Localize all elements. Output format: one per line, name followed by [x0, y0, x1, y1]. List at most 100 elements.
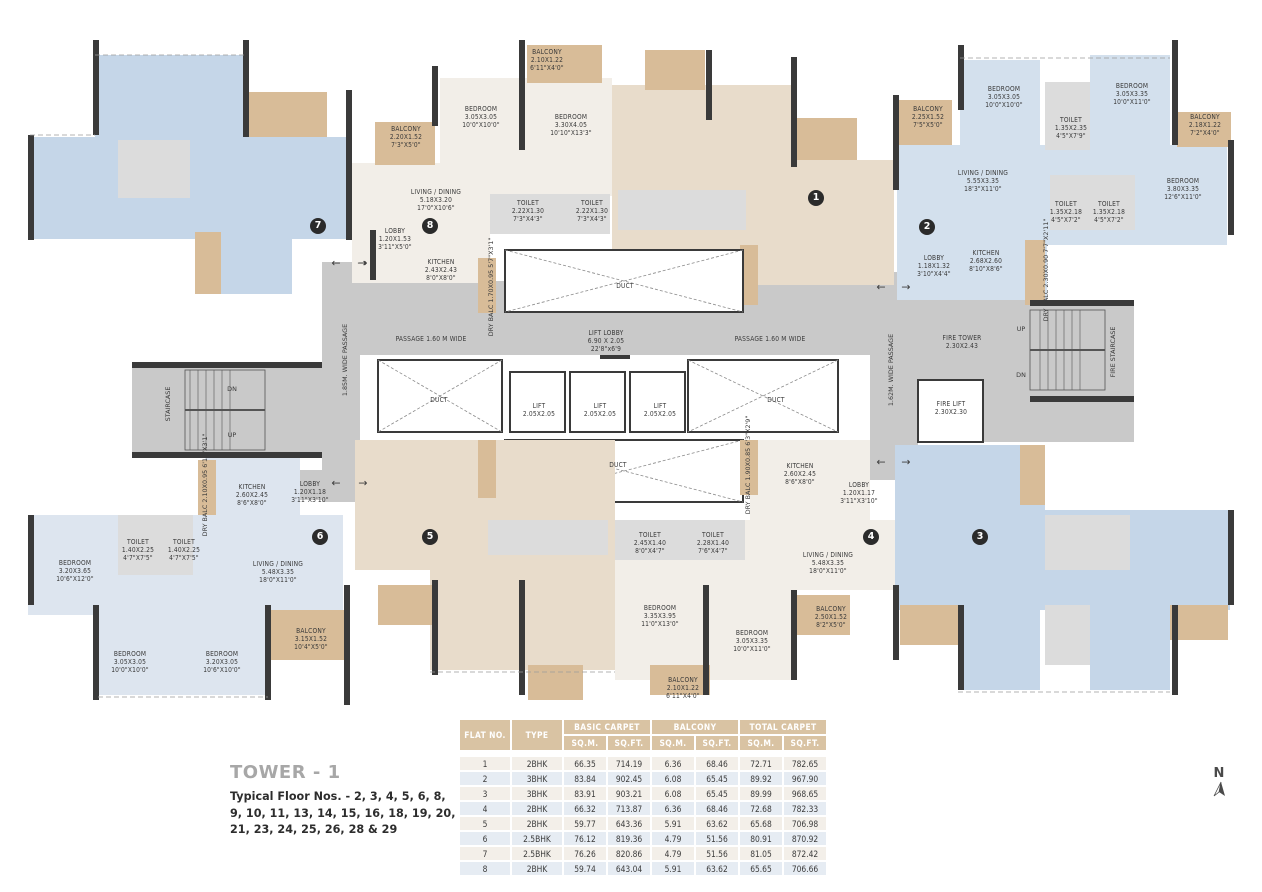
room-size-imperial: 12'6"X11'0": [1164, 193, 1202, 202]
cell-basic-sqm: 76.26: [564, 847, 606, 860]
cell-tot-sqm: 65.65: [740, 862, 782, 875]
cell-bal-sqm: 6.36: [652, 802, 694, 815]
room-size-metric: 2.30X2.43: [945, 342, 979, 351]
room-name: TOILET: [1098, 200, 1120, 208]
room-name: TOILET: [702, 531, 724, 539]
cell-type: 2.5BHK: [512, 832, 562, 845]
room-name: FIRE LIFT: [936, 400, 966, 408]
cell-flat: 2: [460, 772, 510, 785]
room-size-metric: 1.35X2.18: [1049, 208, 1083, 217]
cell-bal-sqm: 4.79: [652, 847, 694, 860]
cell-basic-sqft: 819.36: [608, 832, 650, 845]
room-name: BEDROOM: [987, 85, 1021, 93]
room-size-imperial: 10'6"X12'0": [56, 575, 94, 584]
room-size-imperial: 7'3"X4'3": [577, 215, 607, 224]
cell-tot-sqm: 89.92: [740, 772, 782, 785]
room-size-imperial: 17'0"X10'6": [417, 204, 455, 213]
room-size-metric: 3.35X3.95: [643, 612, 677, 621]
cell-tot-sqft: 782.33: [784, 802, 826, 815]
room-size-metric: 3.05X3.05: [113, 658, 147, 667]
room-name: LIFT: [653, 402, 667, 410]
room-size-imperial: 11'0"X13'0": [641, 620, 679, 629]
cell-bal-sqft: 68.46: [696, 757, 738, 770]
cell-basic-sqm: 66.32: [564, 802, 606, 815]
room-name: BEDROOM: [1166, 177, 1200, 185]
cell-basic-sqm: 83.91: [564, 787, 606, 800]
header-sqm: SQ.M.: [652, 736, 694, 750]
room-size-imperial: 10'4"X5'0": [294, 643, 328, 652]
room-size-imperial: 10'10"X13'3": [550, 129, 592, 138]
cell-tot-sqm: 65.68: [740, 817, 782, 830]
cell-bal-sqft: 51.56: [696, 832, 738, 845]
room-size-metric: 2.68X2.60: [969, 257, 1003, 266]
room-size-imperial: 3'11"X3'10": [291, 496, 329, 505]
cell-tot-sqm: 81.05: [740, 847, 782, 860]
cell-tot-sqft: 706.98: [784, 817, 826, 830]
room-name: TOILET: [581, 199, 603, 207]
room-name: BALCONY: [296, 627, 326, 635]
room-name: LIVING / DINING: [410, 188, 462, 196]
room-name: TOILET: [1060, 116, 1082, 124]
room-label: DUCT: [616, 282, 633, 290]
cell-bal-sqm: 5.91: [652, 817, 694, 830]
room-size-metric: 3.20X3.65: [58, 567, 92, 576]
room-size-metric: 2.05X2.05: [522, 410, 556, 419]
header-type: TYPE: [512, 720, 562, 750]
room-size-metric: 6.90 X 2.05: [587, 337, 625, 346]
header-sqft: SQ.FT.: [696, 736, 738, 750]
room-size-imperial: 4'7"X7'5": [123, 554, 153, 563]
room-size-metric: 3.05X3.35: [735, 637, 769, 646]
room-size-metric: 2.28X1.40: [696, 539, 730, 548]
room-label: PASSAGE 1.60 M WIDE: [396, 335, 467, 343]
area-table: FLAT NO. TYPE BASIC CARPET BALCONY TOTAL…: [458, 718, 828, 877]
room-name: BEDROOM: [554, 113, 588, 121]
room-size-metric: 3.05X3.05: [987, 93, 1021, 102]
cell-bal-sqft: 63.62: [696, 817, 738, 830]
vertical-label: DRY BALC 2.30X0.90 7'7"X2'11": [1042, 218, 1050, 322]
room-size-metric: 1.20X1.18: [293, 488, 327, 497]
room-size-metric: 1.20X1.17: [842, 489, 876, 498]
cell-bal-sqft: 51.56: [696, 847, 738, 860]
arrow-right-icon: →: [357, 256, 367, 270]
room-name: KITCHEN: [238, 483, 266, 491]
room-size-imperial: 18'3"X11'0": [964, 185, 1002, 194]
header-sqft: SQ.FT.: [784, 736, 826, 750]
room-label: DUCT: [430, 396, 447, 404]
cell-basic-sqm: 59.74: [564, 862, 606, 875]
stair-direction-label: UP: [227, 431, 237, 439]
cell-type: 2BHK: [512, 862, 562, 875]
header-total-carpet: TOTAL CARPET: [740, 720, 826, 734]
cell-bal-sqm: 4.79: [652, 832, 694, 845]
room-size-imperial: 3'11"X3'10": [840, 497, 878, 506]
cell-bal-sqft: 65.45: [696, 772, 738, 785]
cell-type: 2BHK: [512, 802, 562, 815]
room-size-metric: 2.50X1.52: [814, 613, 848, 622]
arrow-right-icon: →: [358, 476, 368, 490]
room-name: BEDROOM: [205, 650, 239, 658]
cell-tot-sqft: 967.90: [784, 772, 826, 785]
room-size-metric: 2.10X1.22: [530, 56, 564, 65]
room-name: BALCONY: [532, 48, 562, 56]
room-name: BEDROOM: [735, 629, 769, 637]
room-name: BALCONY: [1190, 113, 1220, 121]
cell-basic-sqm: 83.84: [564, 772, 606, 785]
room-label: DUCT: [767, 396, 784, 404]
vertical-label: DRY BALC 2.10X0.95 6'11"X3'1": [201, 433, 209, 537]
